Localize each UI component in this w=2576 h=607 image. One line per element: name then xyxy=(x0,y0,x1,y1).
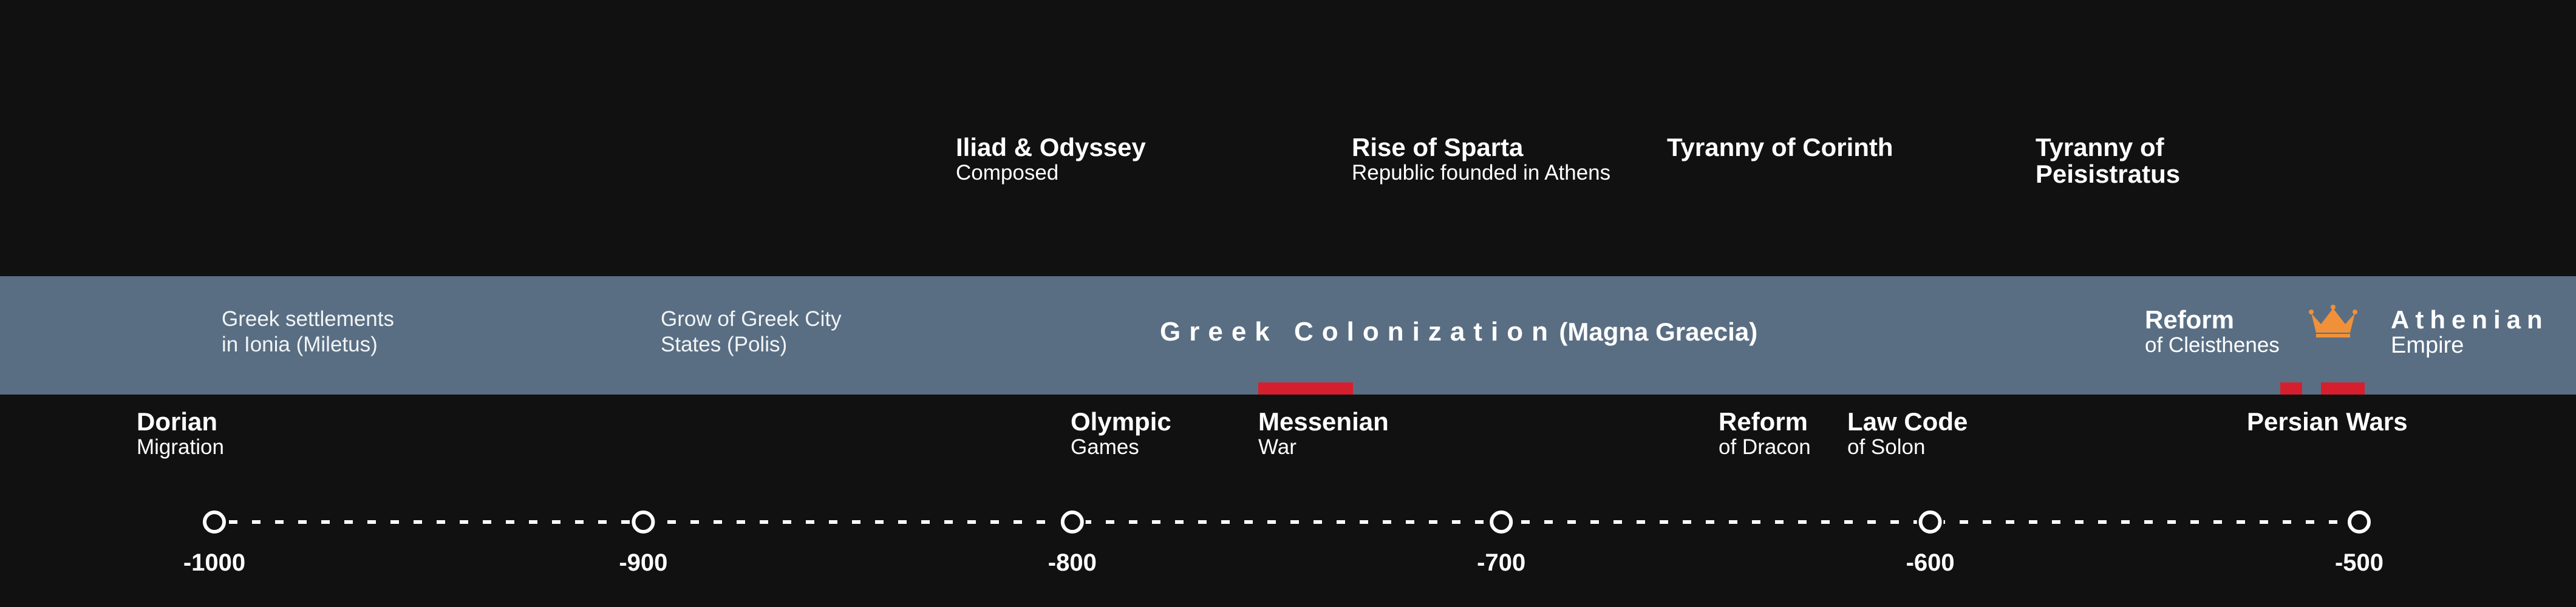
event-title: Law Code xyxy=(1847,407,1968,436)
event-text-line1: Grow of Greek City xyxy=(661,307,842,331)
event-law-code-of-solon: Law Code of Solon xyxy=(1847,409,1968,459)
event-subtitle: Empire xyxy=(2391,333,2464,358)
event-title: Athenian xyxy=(2391,305,2549,334)
event-text-line1: Greek settlements xyxy=(222,307,394,331)
event-dorian-migration: Dorian Migration xyxy=(137,409,224,459)
axis-marker xyxy=(632,510,655,534)
axis-marker xyxy=(203,510,226,534)
tick-label: -700 xyxy=(1477,549,1526,576)
messenian-war-bar xyxy=(1258,382,1353,395)
event-subtitle: War xyxy=(1258,435,1297,459)
event-text-line2: in Ionia (Miletus) xyxy=(222,333,378,356)
event-subtitle: Composed xyxy=(956,161,1059,185)
crown-icon xyxy=(2309,302,2357,339)
event-title: Tyranny of xyxy=(2036,133,2164,161)
event-title: Iliad & Odyssey xyxy=(956,133,1146,161)
axis-marker xyxy=(1060,510,1084,534)
colonization-title-suffix: (Magna Graecia) xyxy=(1559,317,1758,346)
tick-label: -1000 xyxy=(183,549,246,576)
event-title: Tyranny of Corinth xyxy=(1667,133,1893,161)
event-title: Reform xyxy=(1719,407,1808,436)
event-text-line2: States (Polis) xyxy=(661,333,788,356)
event-rise-of-sparta: Rise of Sparta Republic founded in Athen… xyxy=(1352,134,1610,185)
event-title-line2: Peisistratus xyxy=(2036,160,2181,188)
event-persian-wars: Persian Wars xyxy=(2247,409,2408,435)
colonization-title: Greek Colonization (Magna Graecia) xyxy=(1160,317,1757,347)
axis-marker xyxy=(1918,510,1942,534)
event-subtitle: Republic founded in Athens xyxy=(1352,161,1611,185)
event-subtitle: of Solon xyxy=(1847,435,1926,459)
event-tyranny-of-corinth: Tyranny of Corinth xyxy=(1667,134,1893,161)
event-subtitle: Games xyxy=(1071,435,1139,459)
colonization-title-main: Greek Colonization xyxy=(1160,317,1556,347)
event-title: Dorian xyxy=(137,407,218,436)
axis-marker xyxy=(1490,510,1513,534)
event-reform-of-dracon: Reform of Dracon xyxy=(1719,409,1811,459)
event-messenian-war: Messenian War xyxy=(1258,409,1389,459)
event-grow-of-city-states: Grow of Greek City States (Polis) xyxy=(661,307,842,358)
event-title: Persian Wars xyxy=(2247,407,2408,436)
axis-marker xyxy=(2348,510,2371,534)
persian-war-bar-2 xyxy=(2321,382,2365,395)
tick-label: -500 xyxy=(2334,549,2384,576)
tick-label: -600 xyxy=(1906,549,1955,576)
event-subtitle: of Cleisthenes xyxy=(2145,333,2280,357)
event-subtitle: of Dracon xyxy=(1719,435,1811,459)
event-iliad-odyssey: Iliad & Odyssey Composed xyxy=(956,134,1146,185)
tick-label: -900 xyxy=(619,549,668,576)
event-title: Messenian xyxy=(1258,407,1389,436)
event-title: Reform xyxy=(2145,305,2235,334)
event-tyranny-of-peisistratus: Tyranny of Peisistratus xyxy=(2036,134,2180,188)
event-greek-settlements-ionia: Greek settlements in Ionia (Miletus) xyxy=(222,307,394,358)
event-title: Olympic xyxy=(1071,407,1171,436)
event-subtitle: Migration xyxy=(137,435,224,459)
event-title: Rise of Sparta xyxy=(1352,133,1524,161)
event-olympic-games: Olympic Games xyxy=(1071,409,1171,459)
event-reform-of-cleisthenes: Reform of Cleisthenes xyxy=(2145,307,2280,358)
persian-war-bar-1 xyxy=(2280,382,2302,395)
colonization-band xyxy=(0,276,2576,395)
tick-label: -800 xyxy=(1048,549,1097,576)
event-athenian-empire: Athenian Empire xyxy=(2391,307,2549,358)
